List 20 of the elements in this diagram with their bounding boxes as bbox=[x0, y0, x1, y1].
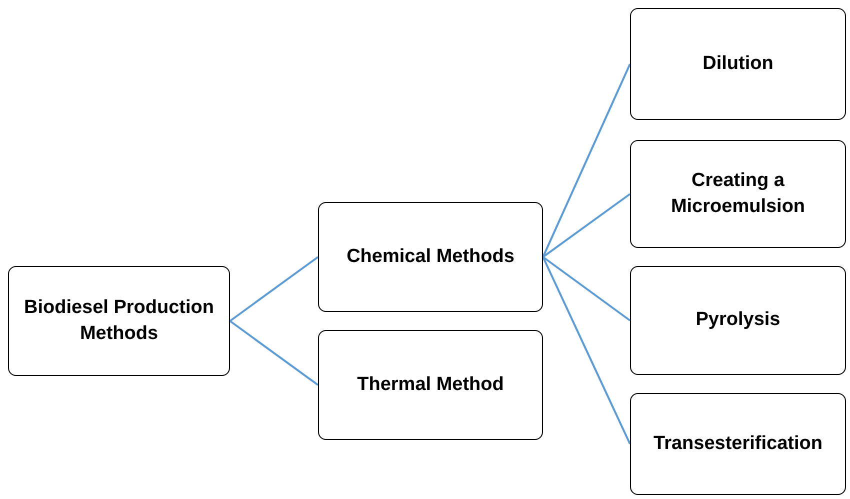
method-box bbox=[630, 140, 846, 248]
connector-line bbox=[542, 256, 631, 322]
method-label: Thermal Method bbox=[357, 372, 504, 397]
method-label: Pyrolysis bbox=[696, 308, 780, 332]
method-box bbox=[630, 8, 846, 120]
method-box bbox=[318, 330, 543, 440]
method-label: Dilution bbox=[702, 52, 774, 76]
method-label: Creating a Microemulsion bbox=[670, 168, 806, 219]
method-label: Biodiesel Production Methods bbox=[22, 296, 216, 346]
method-box bbox=[630, 266, 846, 375]
connector-line bbox=[229, 320, 319, 386]
method-box bbox=[8, 266, 230, 376]
connector-line bbox=[229, 256, 319, 322]
method-box bbox=[318, 202, 543, 312]
method-box bbox=[630, 393, 846, 495]
method-label: Transesterification bbox=[654, 432, 822, 456]
connector-line bbox=[542, 193, 631, 258]
method-label: Chemical Methods bbox=[346, 244, 514, 269]
connector-line bbox=[542, 64, 631, 258]
connector-line bbox=[542, 256, 631, 444]
